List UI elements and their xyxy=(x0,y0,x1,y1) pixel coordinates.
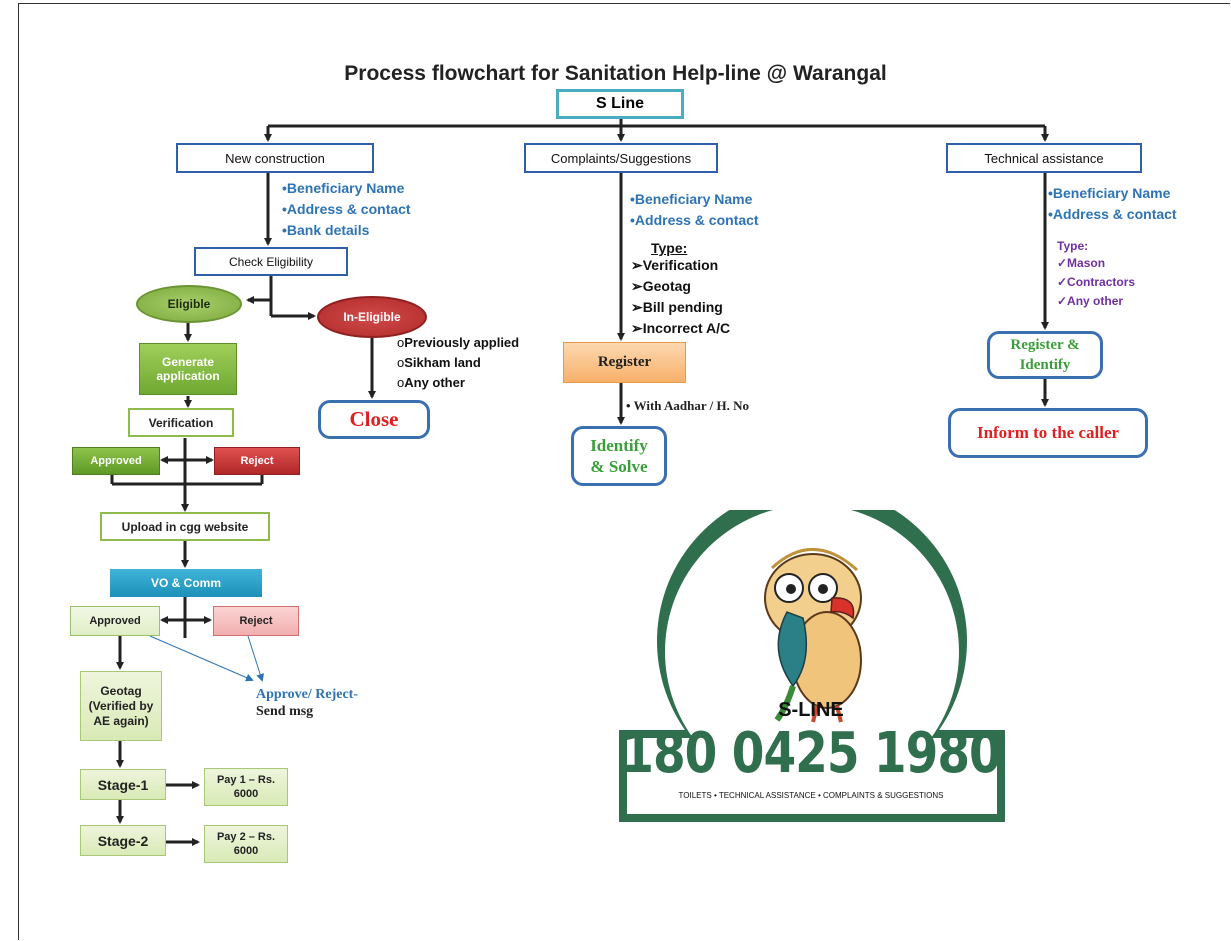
generate-application-node: Generate application xyxy=(139,343,237,395)
ta-detail: •Address & contact xyxy=(1048,206,1177,222)
ta-type-label: Type: xyxy=(1057,239,1089,253)
approved-node-1: Approved xyxy=(72,447,160,475)
nc-detail: •Address & contact xyxy=(282,201,411,217)
complaints-node: Complaints/Suggestions xyxy=(524,143,718,173)
upload-node: Upload in cgg website xyxy=(100,512,270,541)
cs-type: ➢Incorrect A/C xyxy=(631,320,731,336)
cs-type: ➢Verification xyxy=(631,257,719,273)
vo-comm-node: VO & Comm xyxy=(110,569,262,597)
ineligible-reason: oAny other xyxy=(397,375,465,390)
cs-type: ➢Geotag xyxy=(631,278,691,294)
parrot-icon xyxy=(764,548,862,723)
reject-node-2: Reject xyxy=(213,606,299,636)
approve-reject-note: Approve/ Reject- Send msg xyxy=(256,686,376,720)
approved-node-2: Approved xyxy=(70,606,160,636)
diagram-title: Process flowchart for Sanitation Help-li… xyxy=(344,62,887,85)
ta-type: ✓Any other xyxy=(1057,294,1124,308)
logo-graphic xyxy=(619,486,1005,822)
send-msg-text: Send msg xyxy=(256,704,314,719)
verification-node: Verification xyxy=(128,408,234,437)
logo-number: 180 0425 1980 xyxy=(621,720,1001,787)
technical-node: Technical assistance xyxy=(946,143,1142,173)
reject-node-1: Reject xyxy=(214,447,300,475)
ta-details-list: •Beneficiary Name •Address & contact xyxy=(1048,183,1177,225)
ineligible-reason: oSikham land xyxy=(397,355,481,370)
register-note: • With Aadhar / H. No xyxy=(626,398,750,413)
check-eligibility-node: Check Eligibility xyxy=(194,247,348,276)
approve-reject-text: Approve/ Reject- xyxy=(256,687,358,702)
inform-caller-node: Inform to the caller xyxy=(948,408,1148,458)
cs-details-list: •Beneficiary Name •Address & contact xyxy=(630,189,759,231)
nc-detail: •Bank details xyxy=(282,222,370,238)
ineligible-reasons-list: oPreviously applied oSikham land oAny ot… xyxy=(397,333,519,393)
cs-detail: •Beneficiary Name xyxy=(630,191,753,207)
ta-type: ✓Mason xyxy=(1057,256,1106,270)
cs-type: ➢Bill pending xyxy=(631,299,723,315)
pay-2-node: Pay 2 – Rs. 6000 xyxy=(204,825,288,863)
ta-types-list: ✓Mason ✓Contractors ✓Any other xyxy=(1057,254,1135,311)
ta-detail: •Beneficiary Name xyxy=(1048,185,1171,201)
nc-details-list: •Beneficiary Name •Address & contact •Ba… xyxy=(282,178,411,241)
register-identify-node: Register & Identify xyxy=(987,331,1103,379)
page-frame xyxy=(18,3,1230,940)
identify-solve-node: Identify & Solve xyxy=(571,426,667,486)
register-node: Register xyxy=(563,342,686,383)
root-node: S Line xyxy=(556,89,684,119)
stage-1-node: Stage-1 xyxy=(80,769,166,800)
ta-type: ✓Contractors xyxy=(1057,275,1136,289)
cs-types-list: ➢Verification ➢Geotag ➢Bill pending ➢Inc… xyxy=(631,255,730,339)
nc-detail: •Beneficiary Name xyxy=(282,180,405,196)
eligible-node: Eligible xyxy=(136,285,242,323)
logo-brand: S-LINE xyxy=(778,699,844,721)
cs-detail: •Address & contact xyxy=(630,212,759,228)
stage-2-node: Stage-2 xyxy=(80,825,166,856)
s-line-logo: S-LINE 180 0425 1980 TOILETS • TECHNICAL… xyxy=(617,486,1005,822)
cs-type-label: Type: xyxy=(651,240,688,256)
logo-tagline: TOILETS • TECHNICAL ASSISTANCE • COMPLAI… xyxy=(678,791,944,800)
new-construction-node: New construction xyxy=(176,143,374,173)
ineligible-reason: oPreviously applied xyxy=(397,335,520,350)
pay-1-node: Pay 1 – Rs. 6000 xyxy=(204,768,288,806)
close-node: Close xyxy=(318,400,430,439)
geotag-node: Geotag (Verified by AE again) xyxy=(80,671,162,741)
in-eligible-node: In-Eligible xyxy=(317,296,427,338)
